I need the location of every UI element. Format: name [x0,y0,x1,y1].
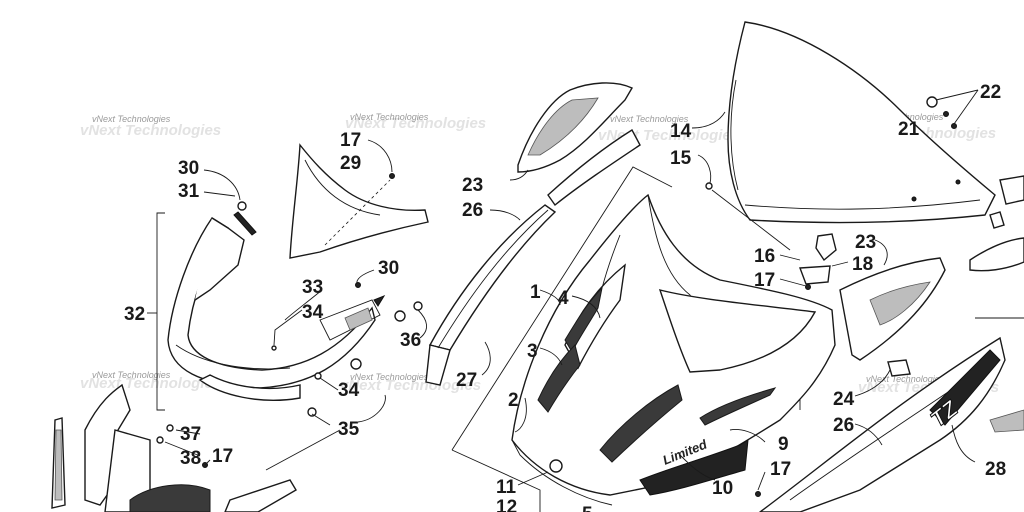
callout-10: 10 [712,478,733,499]
side-vent-trim [839,257,946,361]
callout-12: 12 [496,497,517,512]
callout-17: 17 [754,270,775,291]
callout-29: 29 [340,153,361,174]
headlight-bezel [167,217,381,401]
callout-17: 17 [340,130,361,151]
watermark-text: vNext Technologies [92,114,171,124]
callout-17: 17 [770,459,791,480]
main-hood [511,193,836,506]
side-rail [425,204,557,386]
side-panel [758,175,1024,512]
callout-32: 32 [124,304,145,325]
upper-vent-trim [517,82,641,207]
callout-24: 24 [833,389,855,410]
callout-17: 17 [212,446,233,467]
callout-1: 1 [530,282,541,303]
watermark-shadow: vNext Technologies [80,375,221,392]
callout-36: 36 [400,330,421,351]
callout-9: 9 [778,434,789,455]
hood-box-outline [451,449,541,512]
callout-16: 16 [754,246,775,267]
callout-37: 37 [180,424,201,445]
watermark-text: vNext Technologies [866,374,945,384]
callout-31: 31 [178,181,200,202]
callout-30: 30 [178,158,199,179]
callout-5: 5 [582,504,593,512]
callout-11: 11 [496,477,517,498]
nose-insert-panel [289,143,429,259]
windshield-hardware [705,96,1005,229]
callout-28: 28 [985,459,1006,480]
screw [755,491,761,497]
callout-26: 26 [833,415,854,436]
callout-23: 23 [462,175,483,196]
watermark-text: vNext Technologies [610,114,689,124]
callout-4: 4 [558,288,569,309]
callout-26: 26 [462,200,483,221]
hardware-left [156,173,423,468]
watermark-text: vNext Technologies [350,372,429,382]
watermark-text: vNext Technologies [350,112,429,122]
hood-box-outline [451,166,673,451]
leaders-left [164,139,427,471]
lower-left-panels [51,383,297,512]
callout-27: 27 [456,370,477,391]
callout-18: 18 [852,254,873,275]
callout-30: 30 [378,258,399,279]
callout-3: 3 [527,341,538,362]
callout-33: 33 [302,277,323,298]
callout-35: 35 [338,419,360,440]
mount-bracket [799,233,837,290]
callout-14: 14 [670,121,692,142]
group-bracket [156,212,165,411]
callout-21: 21 [898,119,920,140]
callout-38: 38 [180,448,201,469]
callout-15: 15 [670,148,692,169]
windshield [727,21,996,224]
callout-34: 34 [338,380,360,401]
watermark-shadow: vNext Technologies [340,377,481,394]
callout-34: 34 [302,302,324,323]
leaders-right [481,89,979,491]
watermark-shadow: vNext Technologies [80,122,221,139]
callout-22: 22 [980,82,1001,103]
callout-23: 23 [855,232,876,253]
watermark-shadow: vNext Technologies [345,115,486,132]
callout-2: 2 [508,390,519,411]
callout-labels: 1 2 3 4 5 9 10 11 12 14 15 16 17 17 17 1… [124,82,1006,512]
watermark-text: vNext Technologies [92,370,171,380]
